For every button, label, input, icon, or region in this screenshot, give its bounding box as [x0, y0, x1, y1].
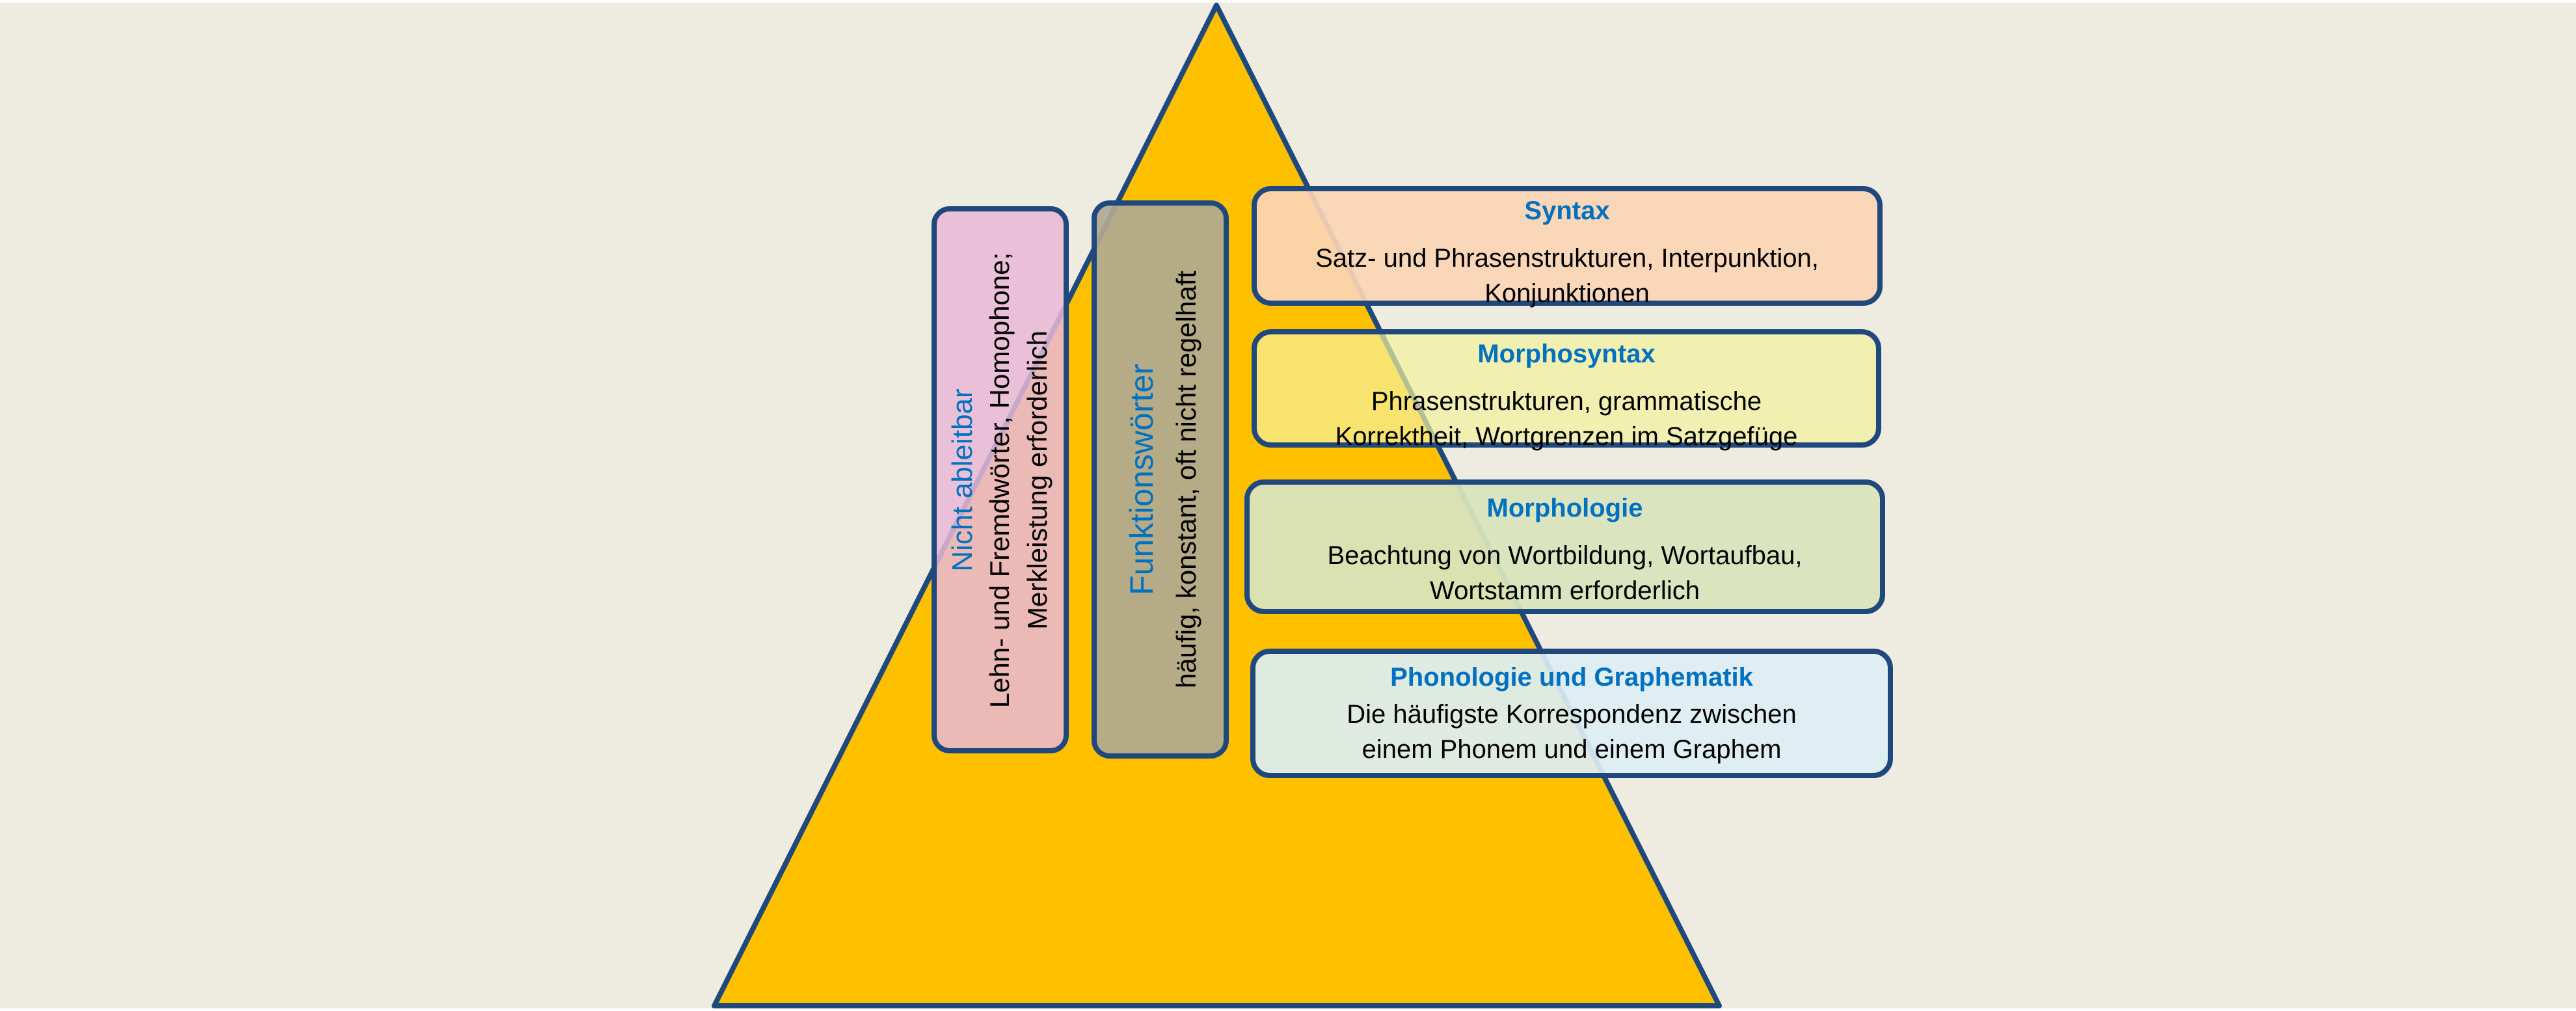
- level-line: Beachtung von Wortbildung, Wortaufbau,: [1327, 541, 1803, 570]
- level-box-phonologie-graphematik: Phonologie und Graphematik Die häufigste…: [1250, 649, 1893, 778]
- side-box-heading: Funktionswörter: [1123, 364, 1160, 595]
- side-box-line: Lehn- und Fremdwörter, Homophone;: [984, 252, 1015, 708]
- level-line: Wortstamm erforderlich: [1430, 576, 1700, 605]
- level-line: Korrektheit, Wortgrenzen im Satzgefüge: [1335, 422, 1798, 451]
- side-box-line: häufig, konstant, oft nicht regelhaft: [1170, 270, 1201, 689]
- level-box-syntax: Syntax Satz- und Phrasenstrukturen, Inte…: [1252, 186, 1883, 308]
- level-heading: Morphologie: [1486, 494, 1643, 522]
- level-heading: Morphosyntax: [1477, 340, 1656, 368]
- side-box-nicht-ableitbar: Nicht ableitbar Lehn- und Fremdwörter, H…: [932, 206, 1069, 753]
- level-line: Satz- und Phrasenstrukturen, Interpunkti…: [1315, 244, 1819, 273]
- level-line: Konjunktionen: [1484, 279, 1650, 308]
- level-line: einem Phonem und einem Graphem: [1362, 735, 1782, 764]
- side-box-line: Merkleistung erforderlich: [1021, 330, 1053, 630]
- level-box-morphologie: Morphologie Beachtung von Wortbildung, W…: [1244, 479, 1885, 614]
- side-box-funktionswoerter: Funktionswörter häufig, konstant, oft ni…: [1092, 200, 1229, 759]
- level-heading: Syntax: [1524, 196, 1610, 225]
- side-box-heading: Nicht ableitbar: [946, 388, 978, 572]
- level-line: Die häufigste Korrespondenz zwischen: [1347, 700, 1797, 729]
- level-heading: Phonologie und Graphematik: [1390, 663, 1753, 692]
- level-box-morphosyntax: Morphosyntax Phrasenstrukturen, grammati…: [1252, 329, 1881, 451]
- level-line: Phrasenstrukturen, grammatische: [1371, 387, 1762, 416]
